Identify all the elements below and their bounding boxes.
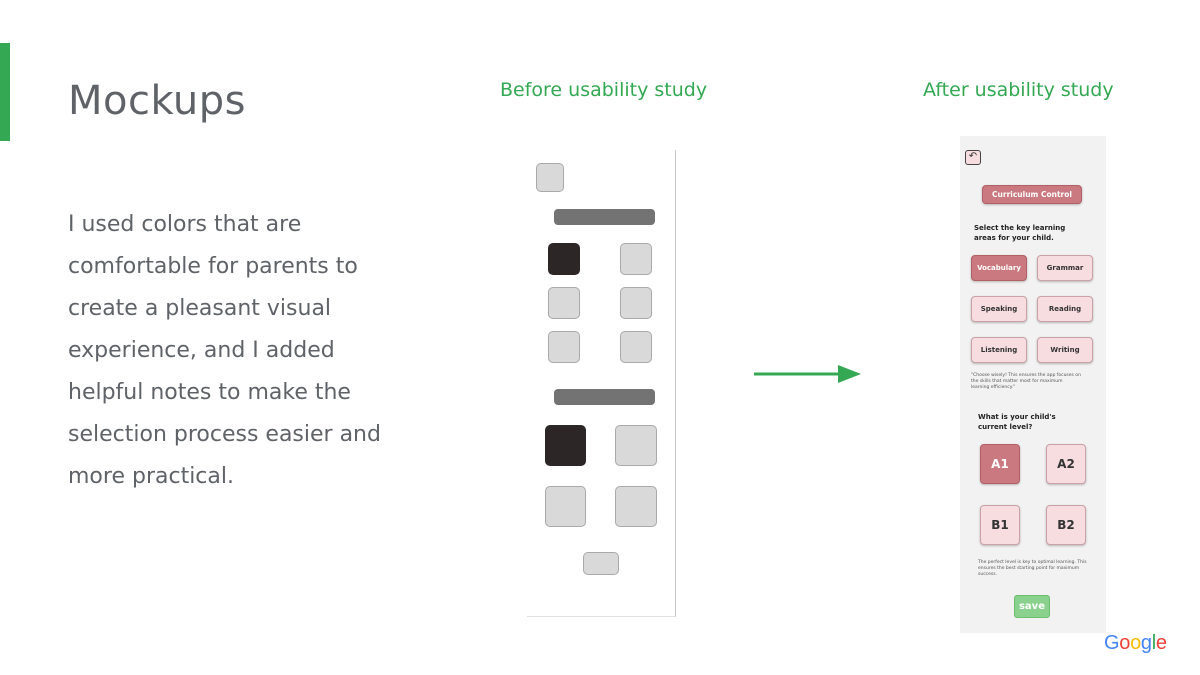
save-button[interactable]: save (1014, 595, 1050, 618)
wire-level-block (615, 486, 657, 527)
before-wireframe (527, 150, 676, 617)
wire-block (548, 331, 580, 363)
level-b1-button[interactable]: B1 (980, 505, 1020, 545)
caption-after: After usability study (923, 79, 1114, 101)
area-listening-button[interactable]: Listening (971, 337, 1027, 363)
logo-letter: l (1151, 632, 1156, 654)
logo-letter: e (1155, 632, 1167, 654)
after-mockup: ↶ Curriculum Control Select the key lear… (960, 136, 1106, 633)
level-helper-note: The perfect level is key to optimal lear… (978, 560, 1087, 577)
area-grammar-button[interactable]: Grammar (1037, 255, 1093, 281)
wire-back-block (536, 163, 564, 192)
area-vocabulary-button[interactable]: Vocabulary (971, 255, 1027, 281)
wire-selected-level (545, 425, 586, 466)
wire-block (620, 331, 652, 363)
area-speaking-button[interactable]: Speaking (971, 296, 1027, 322)
wire-header-bar (554, 209, 655, 225)
arrow-right-icon (754, 365, 861, 383)
wire-selected-block (548, 243, 580, 275)
wire-section-bar (554, 389, 655, 405)
wire-save-block (583, 552, 619, 575)
areas-prompt: Select the key learning areas for your c… (974, 224, 1066, 242)
logo-letter: o (1130, 632, 1141, 654)
wire-block (548, 287, 580, 319)
caption-before: Before usability study (500, 79, 708, 101)
accent-bar (0, 43, 10, 141)
wire-block (620, 243, 652, 275)
google-logo: Google (1104, 632, 1167, 655)
logo-letter: G (1104, 632, 1120, 654)
level-a2-button[interactable]: A2 (1046, 444, 1086, 484)
wire-level-block (615, 425, 657, 466)
area-writing-button[interactable]: Writing (1037, 337, 1093, 363)
slide-title: Mockups (68, 78, 246, 124)
level-a1-button[interactable]: A1 (980, 444, 1020, 484)
level-prompt: What is your child's current level? (978, 413, 1056, 431)
level-b2-button[interactable]: B2 (1046, 505, 1086, 545)
slide-body-text: I used colors that are comfortable for p… (68, 212, 381, 489)
logo-letter: o (1119, 632, 1131, 654)
areas-helper-note: "Choose wisely! This ensures the app foc… (971, 373, 1081, 390)
wire-block (620, 287, 652, 319)
wire-level-block (545, 486, 586, 527)
undo-arrow-icon[interactable]: ↶ (965, 150, 981, 165)
curriculum-control-button[interactable]: Curriculum Control (982, 185, 1082, 204)
area-reading-button[interactable]: Reading (1037, 296, 1093, 322)
logo-letter: g (1140, 632, 1152, 654)
